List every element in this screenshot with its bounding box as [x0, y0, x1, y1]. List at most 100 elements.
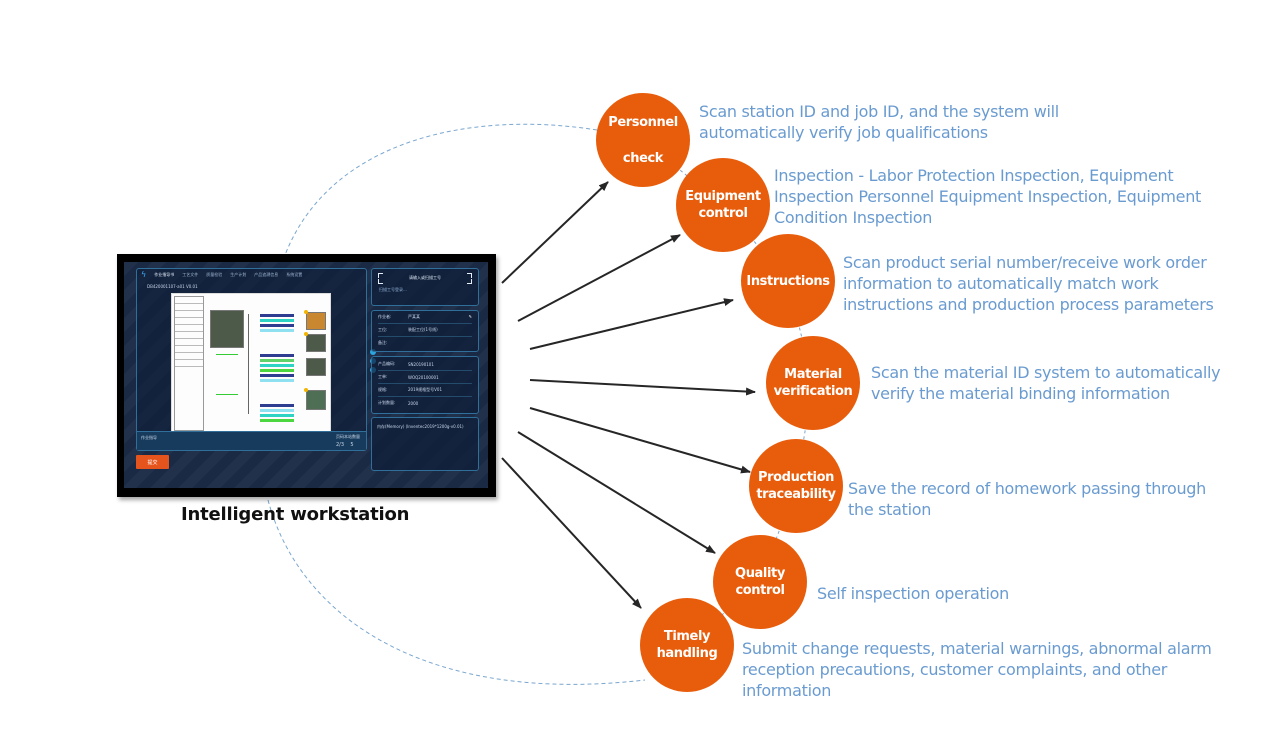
stripe — [260, 354, 294, 357]
memo-panel: 内存(Memory) (Inventec2019*1200g-v0.01) — [371, 417, 479, 471]
node-label: handling — [656, 646, 718, 661]
stripe — [260, 329, 294, 332]
step-badge — [304, 388, 308, 392]
stripe — [260, 374, 294, 377]
desc-line: Inspection - Labor Protection Inspection… — [774, 166, 1174, 185]
scan-corner — [467, 279, 472, 284]
part-photo — [306, 358, 326, 376]
desc-line: automatically verify job qualifications — [699, 123, 988, 142]
part-photo — [306, 312, 326, 330]
memo-text: 内存(Memory) (Inventec2019*1200g-v0.01) — [377, 424, 464, 429]
pcb-photo — [210, 310, 244, 348]
page-indicator: 页码 2/3 — [336, 434, 344, 448]
order-value: 2000 — [408, 400, 419, 406]
operator-info-panel: 作业者: 严某某 ✎ 工位: 装配工位(1号线) 备注: — [371, 310, 479, 352]
desc-quality-control: Self inspection operation — [817, 583, 1009, 604]
document-code: DB420001107-a01 V0.01 — [147, 284, 198, 289]
nav-item[interactable]: 产品追溯信息 — [254, 272, 279, 277]
scan-panel[interactable]: 请输入或扫描工号 扫描工号登录... — [371, 268, 479, 306]
work-order-panel: 产品编码: SN20190101 工单: WOQ20100001 规格: 201… — [371, 356, 479, 414]
order-value: SN20190101 — [408, 361, 434, 367]
desc-line: Scan product serial number/receive work … — [843, 253, 1207, 272]
nav-item[interactable]: 质量检验 — [206, 272, 223, 277]
nav-item[interactable]: 工艺文件 — [182, 272, 199, 277]
desc-line: reception precautions, customer complain… — [742, 660, 1168, 679]
logo-icon: ϟ — [141, 270, 147, 279]
desc-personnel-check: Scan station ID and job ID, and the syst… — [699, 101, 1059, 143]
desc-line: Scan station ID and job ID, and the syst… — [699, 102, 1059, 121]
step-badge — [304, 310, 308, 314]
part-photo — [306, 334, 326, 352]
desc-line: instructions and production process para… — [843, 295, 1214, 314]
order-row: 工单: WOQ20100001 — [378, 371, 472, 384]
page-value: 2/3 — [335, 442, 344, 448]
info-key: 作业者: — [378, 314, 392, 319]
order-value: WOQ20100001 — [408, 374, 439, 380]
dashed-arc — [267, 123, 646, 685]
desc-line: Scan the material ID system to automatic… — [871, 363, 1221, 382]
doc-table — [174, 296, 204, 431]
desc-line: Submit change requests, material warning… — [742, 639, 1212, 658]
nav-item[interactable]: 系统设置 — [286, 272, 303, 277]
arrows — [501, 181, 756, 609]
node-label: Timely — [663, 629, 711, 644]
step-badge — [304, 332, 308, 336]
order-key: 产品编码: — [378, 361, 396, 366]
quantity-label: 本站数量 — [344, 434, 360, 439]
node-label: Personnel — [608, 114, 678, 130]
scan-hint: 扫描工号登录... — [379, 287, 407, 292]
node-label: Production — [758, 470, 834, 485]
scan-corner — [467, 273, 472, 278]
submit-button[interactable]: 提交 — [136, 455, 169, 469]
edit-icon[interactable]: ✎ — [468, 314, 472, 319]
stripe — [260, 324, 294, 327]
desc-line: verify the material binding information — [871, 384, 1170, 403]
info-key: 备注: — [378, 340, 388, 345]
desc-instructions: Scan product serial number/receive work … — [843, 252, 1214, 315]
arrow-to-timely-handling — [501, 457, 642, 609]
screen-nav: ϟ 作业指导书 工艺文件 质量检验 生产计划 产品追溯信息 系统设置 — [141, 271, 302, 279]
desc-line: Condition Inspection — [774, 208, 933, 227]
arrow-to-equipment-control — [517, 234, 681, 322]
workstation-screen: ϟ 作业指导书 工艺文件 质量检验 生产计划 产品追溯信息 系统设置 DB420… — [124, 262, 488, 488]
status-label: 作业指导 — [141, 435, 157, 440]
desc-line: Save the record of homework passing thro… — [848, 479, 1206, 498]
zoom-in-icon[interactable] — [370, 349, 376, 355]
arrow-to-material-verification — [529, 379, 756, 396]
info-row: 备注: — [378, 337, 472, 349]
stripe — [260, 319, 294, 322]
document-panel: ϟ 作业指导书 工艺文件 质量检验 生产计划 产品追溯信息 系统设置 DB420… — [136, 268, 376, 451]
workstation-label: Intelligent workstation — [181, 504, 410, 525]
stripe — [260, 409, 294, 412]
diagram-line — [216, 354, 238, 355]
stripe — [260, 314, 294, 317]
desc-production-traceability: Save the record of homework passing thro… — [848, 478, 1206, 520]
node-label: Material — [784, 367, 842, 382]
part-photo — [306, 390, 326, 410]
node-quality-control: Quality control — [713, 535, 807, 629]
stripe — [260, 419, 294, 422]
diagram-line — [248, 314, 249, 414]
arrow-to-personnel-check — [501, 181, 609, 284]
nav-item[interactable]: 生产计划 — [230, 272, 247, 277]
diagram-line — [216, 394, 238, 395]
nav-item[interactable]: 作业指导书 — [154, 272, 175, 277]
node-production-traceability: Production traceability — [749, 439, 843, 533]
order-key: 工单: — [378, 374, 388, 379]
stripe — [260, 379, 294, 382]
arrow-to-instructions — [529, 298, 734, 350]
order-row: 产品编码: SN20190101 — [378, 358, 472, 371]
scan-corner — [378, 279, 383, 284]
order-value: 2019规格型号V01 — [408, 387, 443, 392]
scan-corner — [378, 273, 383, 278]
desc-line: the station — [848, 500, 932, 519]
scan-title: 请输入或扫描工号 — [409, 275, 441, 280]
stripe — [260, 404, 294, 407]
quantity-value: 5 — [350, 442, 354, 448]
node-label: Instructions — [746, 273, 830, 289]
node-personnel-check: Personnel check — [596, 93, 690, 187]
node-instructions: Instructions — [741, 234, 835, 328]
node-label: traceability — [756, 487, 836, 502]
order-row: 计划数量: 2000 — [378, 397, 472, 409]
arrow-to-quality-control — [517, 431, 716, 554]
